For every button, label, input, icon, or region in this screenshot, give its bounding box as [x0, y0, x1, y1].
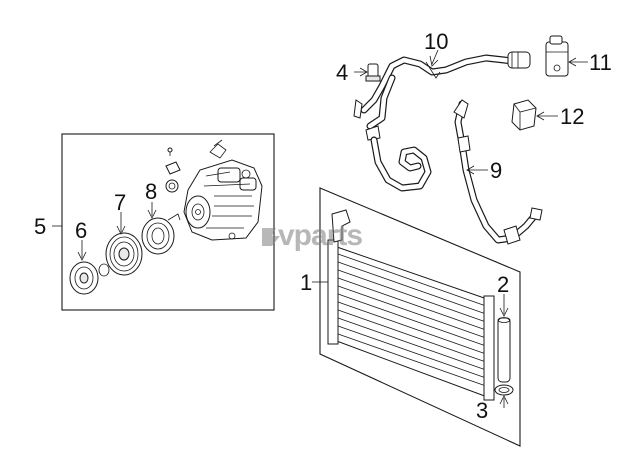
- suction-hose[interactable]: [370, 136, 432, 192]
- callout-8: 8: [145, 179, 157, 204]
- leader-6: [77, 240, 87, 261]
- condenser-group: [312, 187, 521, 447]
- watermark-text: vparts: [278, 219, 362, 252]
- leader-2: [499, 294, 509, 317]
- desiccant-tube-2[interactable]: [497, 317, 511, 383]
- callout-11: 11: [589, 50, 612, 75]
- condenser[interactable]: [327, 209, 495, 401]
- plug-3[interactable]: [494, 384, 514, 396]
- leader-9: [466, 165, 488, 175]
- liquid-line-9[interactable]: [453, 99, 543, 245]
- compressor-kit-box: [61, 133, 275, 311]
- compressor-group: [52, 133, 275, 311]
- callout-10: 10: [424, 29, 448, 54]
- callout-2: 2: [497, 272, 509, 297]
- callout-1: 1: [300, 270, 312, 295]
- pulley[interactable]: [105, 232, 143, 276]
- callout-9: 9: [490, 158, 502, 183]
- watermark: vparts: [262, 219, 363, 252]
- watermark-logo-icon: [262, 228, 280, 246]
- leader-4: [354, 67, 368, 77]
- clutch-hub[interactable]: [69, 261, 110, 295]
- compressor[interactable]: [183, 139, 263, 241]
- leader-11: [568, 57, 588, 67]
- receiver-drier-11[interactable]: [545, 35, 569, 77]
- callout-7: 7: [114, 190, 126, 215]
- relief-valve[interactable]: [165, 147, 181, 193]
- callout-4: 4: [336, 60, 348, 85]
- leader-12: [536, 111, 558, 121]
- pressure-switch-4[interactable]: [365, 63, 381, 82]
- leader-7: [116, 212, 126, 235]
- field-coil[interactable]: [141, 213, 181, 255]
- discharge-hose-10[interactable]: [353, 51, 531, 141]
- callout-3: 3: [476, 398, 488, 423]
- callout-6: 6: [75, 218, 87, 243]
- callout-5: 5: [34, 214, 46, 239]
- leader-3: [499, 395, 509, 408]
- condenser-box: [319, 187, 521, 447]
- bracket-12[interactable]: [511, 99, 537, 131]
- callout-12: 12: [560, 104, 584, 129]
- leader-8: [147, 202, 157, 219]
- leader-10: [429, 49, 439, 67]
